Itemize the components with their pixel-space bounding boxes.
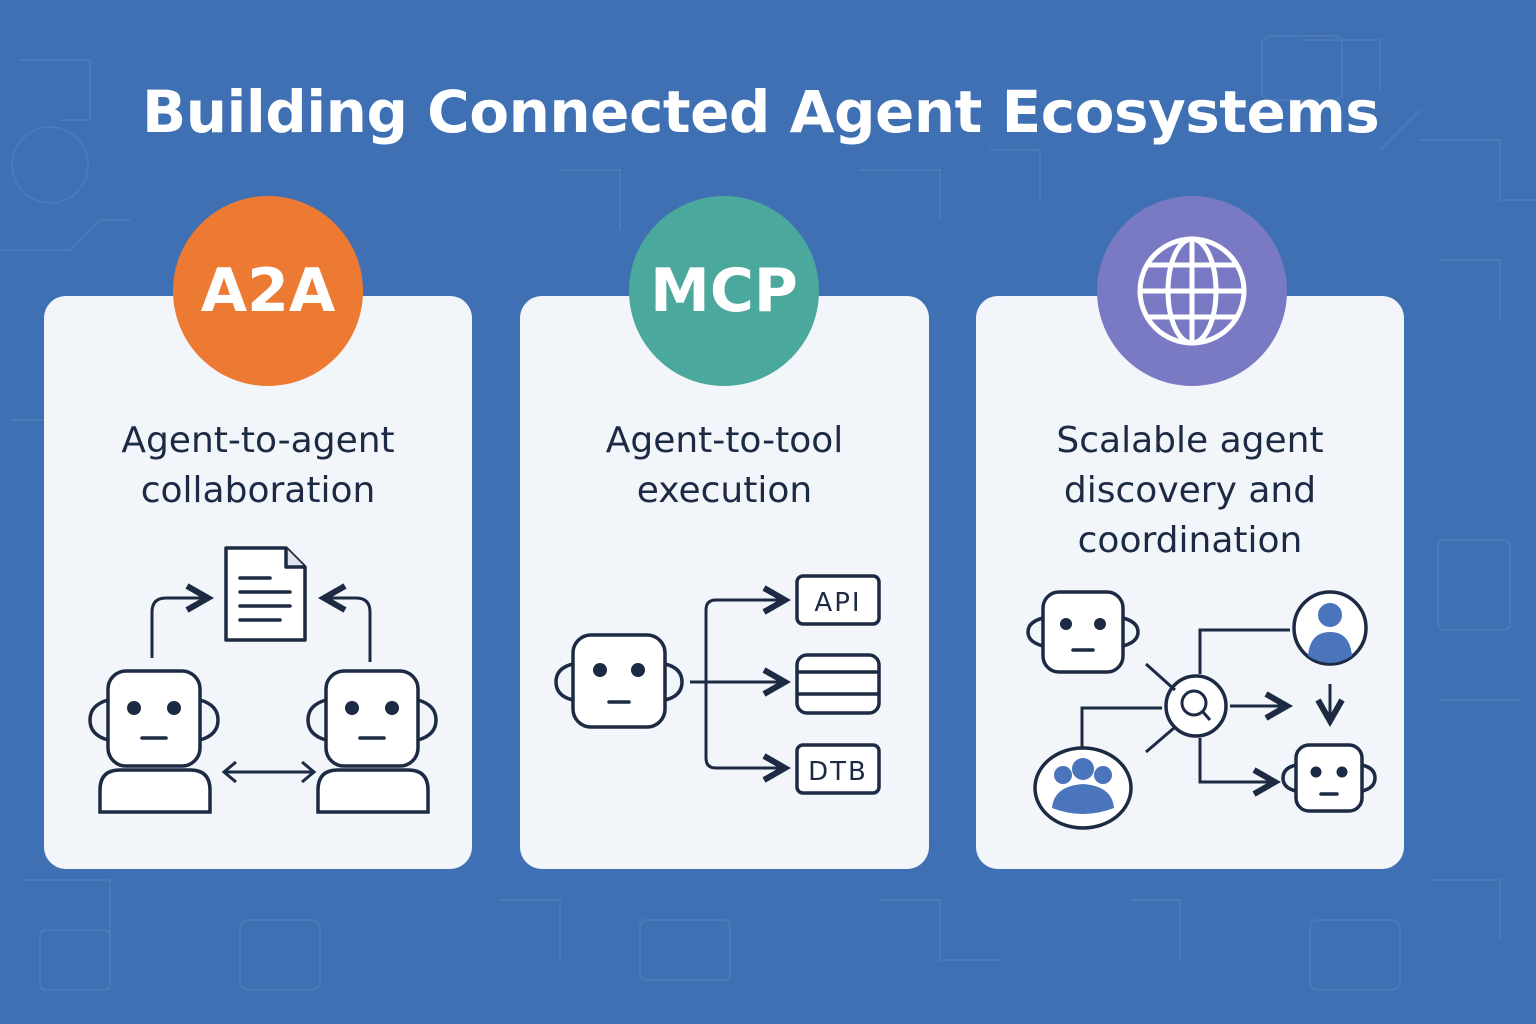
search-icon [1164, 674, 1228, 738]
globe-icon [1137, 236, 1247, 346]
api-tool-label: API [814, 588, 861, 618]
mcp-label-line: Agent-to-tool [605, 420, 844, 461]
mcp-badge-text: MCP [650, 256, 798, 326]
discovery-badge [1097, 196, 1287, 386]
user-icon [1292, 590, 1368, 666]
a2a-label: Agent-to-agent collaboration [44, 416, 472, 516]
mcp-label: Agent-to-tool execution [520, 416, 929, 516]
mcp-label-line: execution [636, 470, 813, 511]
discovery-label-line: coordination [1077, 520, 1303, 561]
a2a-badge: A2A [173, 196, 363, 386]
api-tool: API [795, 574, 881, 626]
dtb-tool: DTB [795, 743, 881, 795]
arrow-to-document [150, 598, 205, 658]
discovery-label-line: discovery and [1063, 470, 1317, 511]
a2a-label-line: Agent-to-agent [121, 420, 395, 461]
database-icon [795, 653, 881, 715]
group-icon [1033, 746, 1133, 830]
arrow-from-document [327, 598, 372, 662]
a2a-label-line: collaboration [140, 470, 376, 511]
page-title: Building Connected Agent Ecosystems [142, 78, 1380, 146]
bidirectional-arrow-icon [221, 760, 317, 784]
discovery-label: Scalable agent discovery and coordinatio… [976, 416, 1404, 566]
tool-connectors [690, 600, 782, 768]
discovery-illustration [1026, 590, 1377, 830]
robot-icon [1281, 743, 1377, 813]
dtb-tool-label: DTB [808, 757, 868, 787]
robot-icon [1026, 590, 1140, 674]
a2a-illustration [88, 546, 438, 814]
robot-icon [554, 633, 684, 729]
robot-icon [88, 669, 220, 814]
document-icon [224, 546, 307, 642]
robot-icon [306, 669, 438, 814]
discovery-label-line: Scalable agent [1056, 420, 1324, 461]
discovery-connectors [1080, 628, 1330, 782]
mcp-badge: MCP [629, 196, 819, 386]
mcp-illustration: API DTB [554, 574, 881, 795]
a2a-badge-text: A2A [200, 256, 336, 326]
